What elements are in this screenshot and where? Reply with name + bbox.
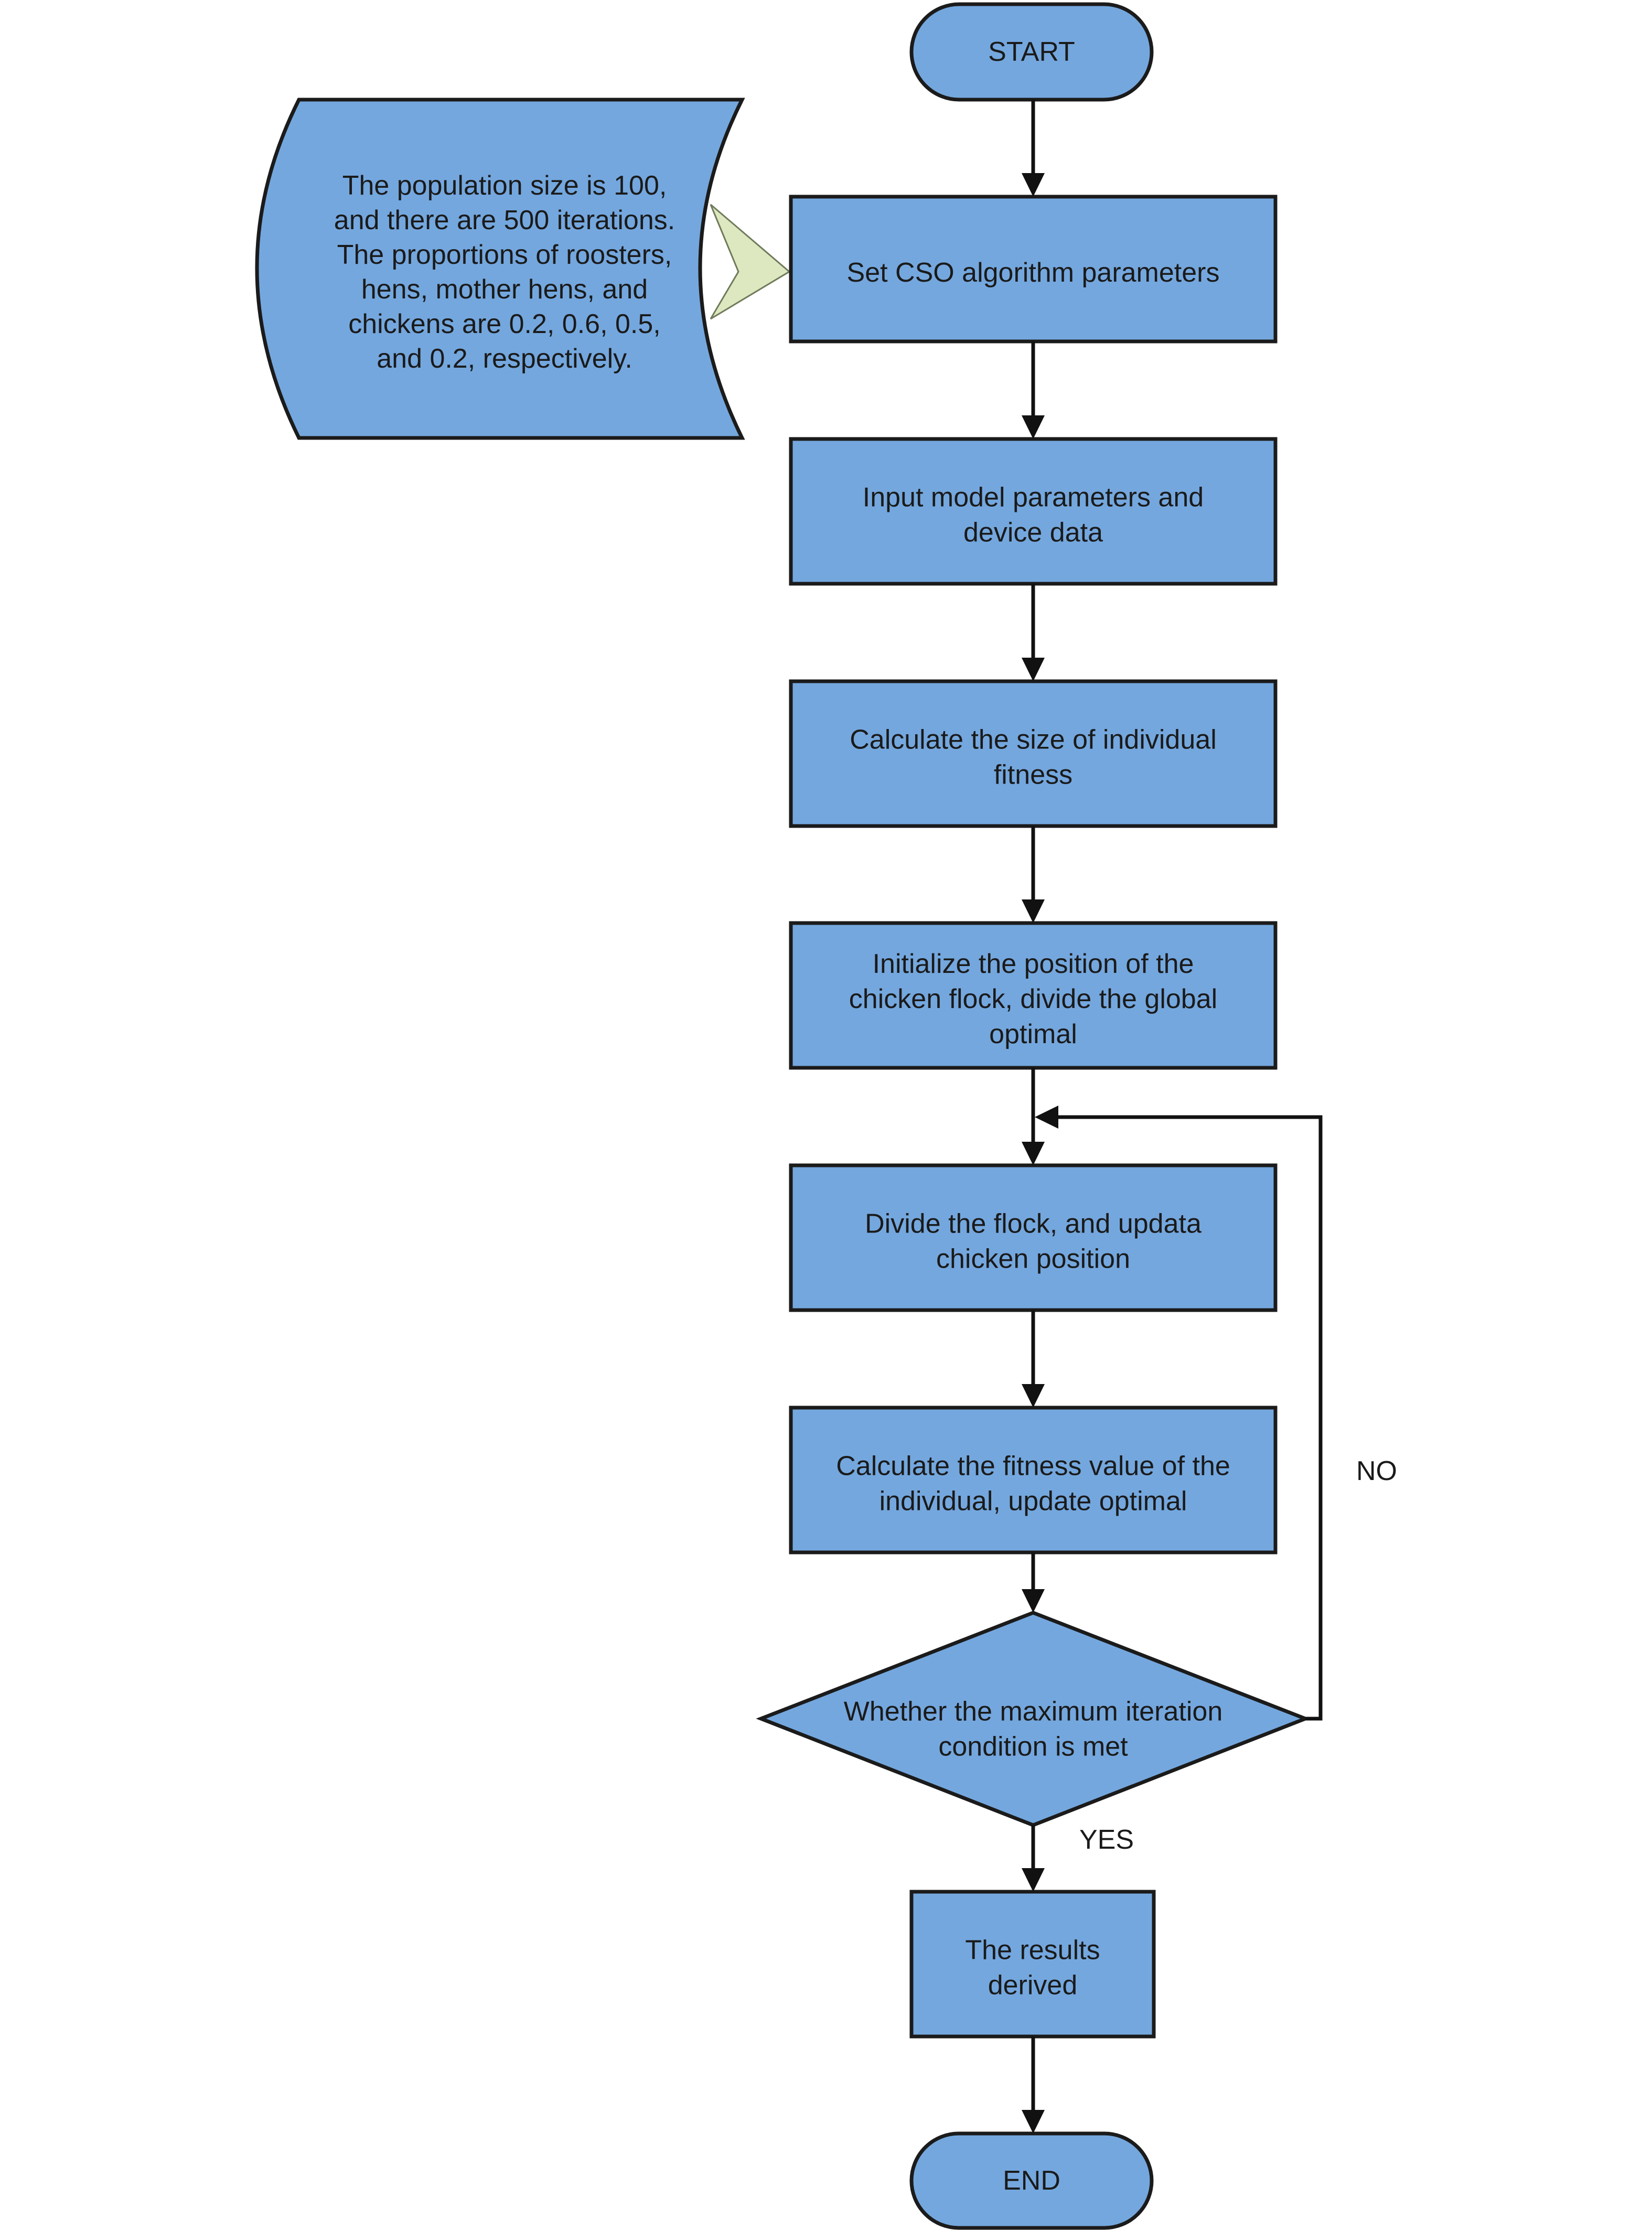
step-initialize-flock: Initialize the position of the chicken fl…	[789, 921, 1278, 1070]
text-line: and there are 500 iterations.	[334, 205, 675, 235]
step-text: Calculate the fitness value of the indivi…	[836, 1451, 1230, 1517]
text-line: device data	[963, 518, 1103, 548]
step-calculate-fitness-size: Calculate the size of individual fitness	[789, 679, 1278, 828]
text-line: condition is met	[938, 1732, 1128, 1762]
no-loop-connector	[1035, 1106, 1323, 1721]
text-line: The results	[965, 1935, 1100, 1966]
text-line: Calculate the size of individual	[850, 725, 1217, 755]
parameter-note: The population size is 100, and there are…	[255, 98, 745, 440]
decision-text: Whether the maximum iteration condition i…	[844, 1697, 1223, 1762]
text-line: Input model parameters and	[863, 483, 1204, 513]
connector-arrowhead	[1022, 1142, 1045, 1165]
text-line: fitness	[994, 760, 1072, 790]
step-text: Calculate the size of individual fitness	[850, 725, 1217, 790]
end-node: END	[909, 2131, 1154, 2230]
text-line: and 0.2, respectively.	[377, 344, 632, 374]
text-line: derived	[988, 1970, 1078, 2001]
text-line: chicken position	[936, 1244, 1130, 1274]
no-label: NO	[1356, 1456, 1397, 1486]
connector-arrowhead	[1022, 2110, 1045, 2133]
text-line: optimal	[989, 1019, 1077, 1049]
text-line: individual, update optimal	[879, 1486, 1187, 1517]
step-divide-flock: Divide the flock, and updata chicken posi…	[789, 1163, 1278, 1312]
connector-arrowhead	[1022, 415, 1045, 439]
connector-arrowhead	[1022, 899, 1045, 923]
note-pointer-arrow	[710, 203, 791, 320]
step-text: Divide the flock, and updata chicken posi…	[865, 1209, 1202, 1274]
text-line: hens, mother hens, and	[361, 274, 648, 305]
connectors	[1022, 100, 1045, 2133]
loop-arrowhead	[1035, 1106, 1058, 1129]
connector-arrowhead	[1022, 1868, 1045, 1892]
note-text: The population size is 100, and there are…	[334, 170, 675, 374]
text-line: Divide the flock, and updata	[865, 1209, 1202, 1239]
text-line: chicken flock, divide the global	[849, 984, 1217, 1014]
text-line: The proportions of roosters,	[337, 240, 672, 270]
text-line: Whether the maximum iteration	[844, 1697, 1223, 1727]
text-line: Calculate the fitness value of the	[836, 1451, 1230, 1482]
decision-max-iteration: Whether the maximum iteration condition i…	[756, 1611, 1311, 1827]
result-node: The results derived	[909, 1890, 1156, 2039]
text-line: Set CSO algorithm parameters	[847, 258, 1220, 288]
step-input-model-data: Input model parameters and device data	[789, 437, 1278, 586]
step-text: Input model parameters and device data	[863, 483, 1204, 548]
step-text: Set CSO algorithm parameters	[847, 258, 1220, 288]
text-line: The population size is 100,	[342, 170, 667, 201]
end-label: END	[1003, 2165, 1060, 2196]
start-label: START	[988, 37, 1075, 67]
step-set-parameters: Set CSO algorithm parameters	[789, 195, 1278, 344]
text-line: Initialize the position of the	[873, 949, 1194, 979]
connector-arrowhead	[1022, 1384, 1045, 1408]
step-text: Initialize the position of the chicken fl…	[849, 949, 1217, 1049]
connector-arrowhead	[1022, 1589, 1045, 1613]
result-text: The results derived	[965, 1935, 1100, 2001]
connector-arrowhead	[1022, 658, 1045, 681]
text-line: chickens are 0.2, 0.6, 0.5,	[348, 309, 660, 339]
yes-label: YES	[1079, 1825, 1134, 1855]
connector-arrowhead	[1022, 173, 1045, 197]
start-node: START	[909, 2, 1154, 102]
step-update-optimal: Calculate the fitness value of the indivi…	[789, 1406, 1278, 1554]
